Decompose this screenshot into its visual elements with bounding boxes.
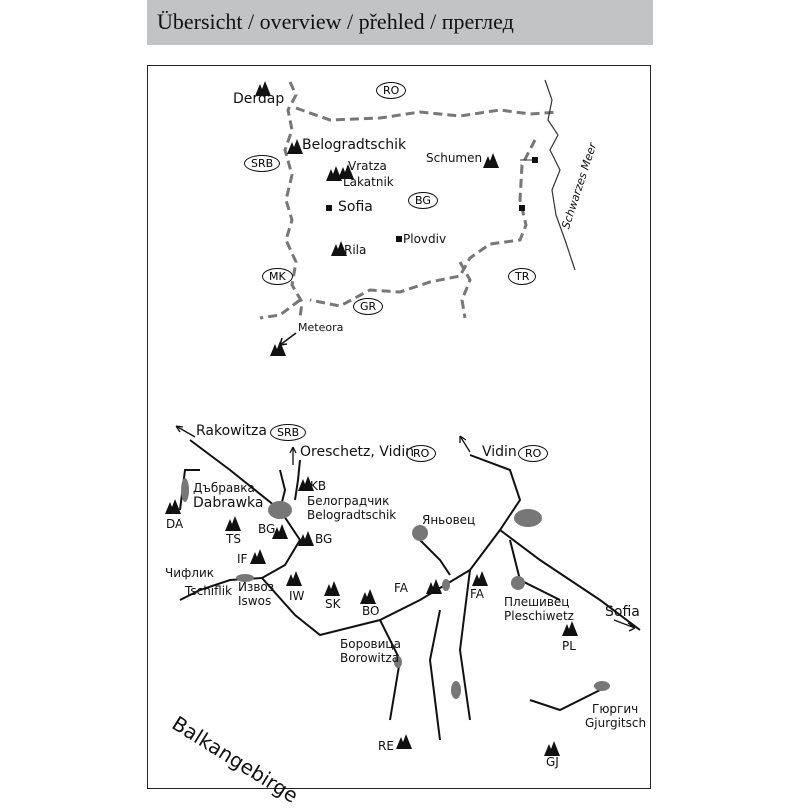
town-yanovets-bg: Яньовец xyxy=(422,513,476,527)
town-belogradchik: Belogradtschik xyxy=(307,508,397,522)
area-gj: GJ xyxy=(546,755,559,769)
country-mk: MK xyxy=(262,268,293,286)
reservoirs xyxy=(181,478,610,699)
rivers-roads xyxy=(179,439,641,741)
town-dabrawka-bg: Дъбравка xyxy=(193,481,255,495)
dir-rakowitza: Rakowitza xyxy=(196,423,267,439)
place-derdap: Derdap xyxy=(233,91,285,107)
country-borders xyxy=(259,81,559,320)
place-lakatnik: Lakatnik xyxy=(343,175,394,189)
page-title: Übersicht / overview / přehled / преглед xyxy=(157,9,514,34)
climbing-peak-icon xyxy=(544,740,560,756)
dir-vidin: Vidin xyxy=(482,444,517,460)
climbing-peak-icon xyxy=(426,578,442,594)
town-chiflik-bg: Чифлик xyxy=(165,566,215,580)
climbing-peak-icon xyxy=(225,515,241,531)
city-marker xyxy=(519,205,525,211)
place-belogradtschik: Belogradtschik xyxy=(302,137,407,153)
climbing-peak-icon xyxy=(287,138,303,154)
area-if: IF xyxy=(237,552,248,566)
climbing-peak-icon xyxy=(270,340,286,356)
town-chiflik: Tschiflik xyxy=(185,584,232,598)
area-bo: BO xyxy=(362,604,380,618)
city-marker xyxy=(532,157,538,163)
country-gr: GR xyxy=(353,298,384,316)
area-sk: SK xyxy=(325,597,341,611)
country-bg: BG xyxy=(408,192,438,210)
place-meteora: Meteora xyxy=(298,321,344,334)
map-frame xyxy=(147,65,651,789)
dir-sofia: Sofia xyxy=(605,604,640,620)
dir-ro: RO xyxy=(518,445,549,463)
place-rila: Rila xyxy=(344,243,367,257)
climbing-peak-icon xyxy=(298,475,314,491)
town-izvoz-bg: Извоз xyxy=(238,580,275,594)
climbing-peak-icon xyxy=(324,580,340,596)
black-sea-coast xyxy=(544,79,576,271)
climbing-peak-icon xyxy=(472,570,488,586)
town-dabrawka: Dabrawka xyxy=(193,495,264,511)
place-sofia: Sofia xyxy=(338,199,373,215)
climbing-peak-icon xyxy=(396,733,412,749)
area-re: RE xyxy=(378,739,394,753)
town-gyurgich-bg: Гюргич xyxy=(592,702,639,716)
town-pleshivets-bg: Плешивец xyxy=(504,595,570,609)
place-schumen: Schumen xyxy=(426,151,483,165)
dir-srb: SRB xyxy=(270,424,307,442)
climbing-peak-icon xyxy=(255,80,271,96)
area-da: DA xyxy=(166,517,184,531)
page-header: Übersicht / overview / přehled / преглед xyxy=(147,0,653,45)
town-pleshivets: Pleschiwetz xyxy=(504,609,574,623)
area-ts: TS xyxy=(226,532,241,546)
town-izvoz: Iswos xyxy=(238,594,272,608)
climbing-peak-icon xyxy=(286,570,302,586)
town-gyurgich: Gjurgitsch xyxy=(585,716,647,730)
area-fa: FA xyxy=(394,581,409,595)
climbing-peak-icon xyxy=(298,530,314,546)
city-marker xyxy=(326,205,332,211)
town-belogradchik-bg: Белоградчик xyxy=(307,494,390,508)
dir-oreschetz: Oreschetz, Vidin xyxy=(300,444,415,460)
climbing-peak-icon xyxy=(360,588,376,604)
climbing-peak-icon xyxy=(272,523,288,539)
place-plovdiv: Plovdiv xyxy=(403,232,447,246)
area-fa: FA xyxy=(470,587,485,601)
area-kb: KB xyxy=(310,479,327,493)
town-borovitsa: Borowitza xyxy=(340,651,400,665)
climbing-peak-icon xyxy=(338,163,354,179)
place-vratza: Vratza xyxy=(348,159,387,173)
area-pl: PL xyxy=(562,639,576,653)
area-iw: IW xyxy=(289,589,305,603)
climbing-peak-icon xyxy=(562,620,578,636)
country-srb: SRB xyxy=(244,155,281,173)
climbing-peak-icon xyxy=(331,240,347,256)
area-bg: BG xyxy=(258,522,276,536)
climbing-peak-icon xyxy=(326,165,342,181)
town-borovitsa-bg: Боровица xyxy=(340,637,401,651)
dir-ro: RO xyxy=(406,445,437,463)
direction-arrows xyxy=(175,425,636,632)
country-tr: TR xyxy=(508,268,537,286)
climbing-peak-icon xyxy=(165,498,181,514)
city-marker xyxy=(396,236,402,242)
country-ro: RO xyxy=(376,82,407,100)
climbing-peak-icon xyxy=(483,152,499,168)
climbing-peak-icon xyxy=(250,548,266,564)
area-bg: BG xyxy=(315,532,333,546)
